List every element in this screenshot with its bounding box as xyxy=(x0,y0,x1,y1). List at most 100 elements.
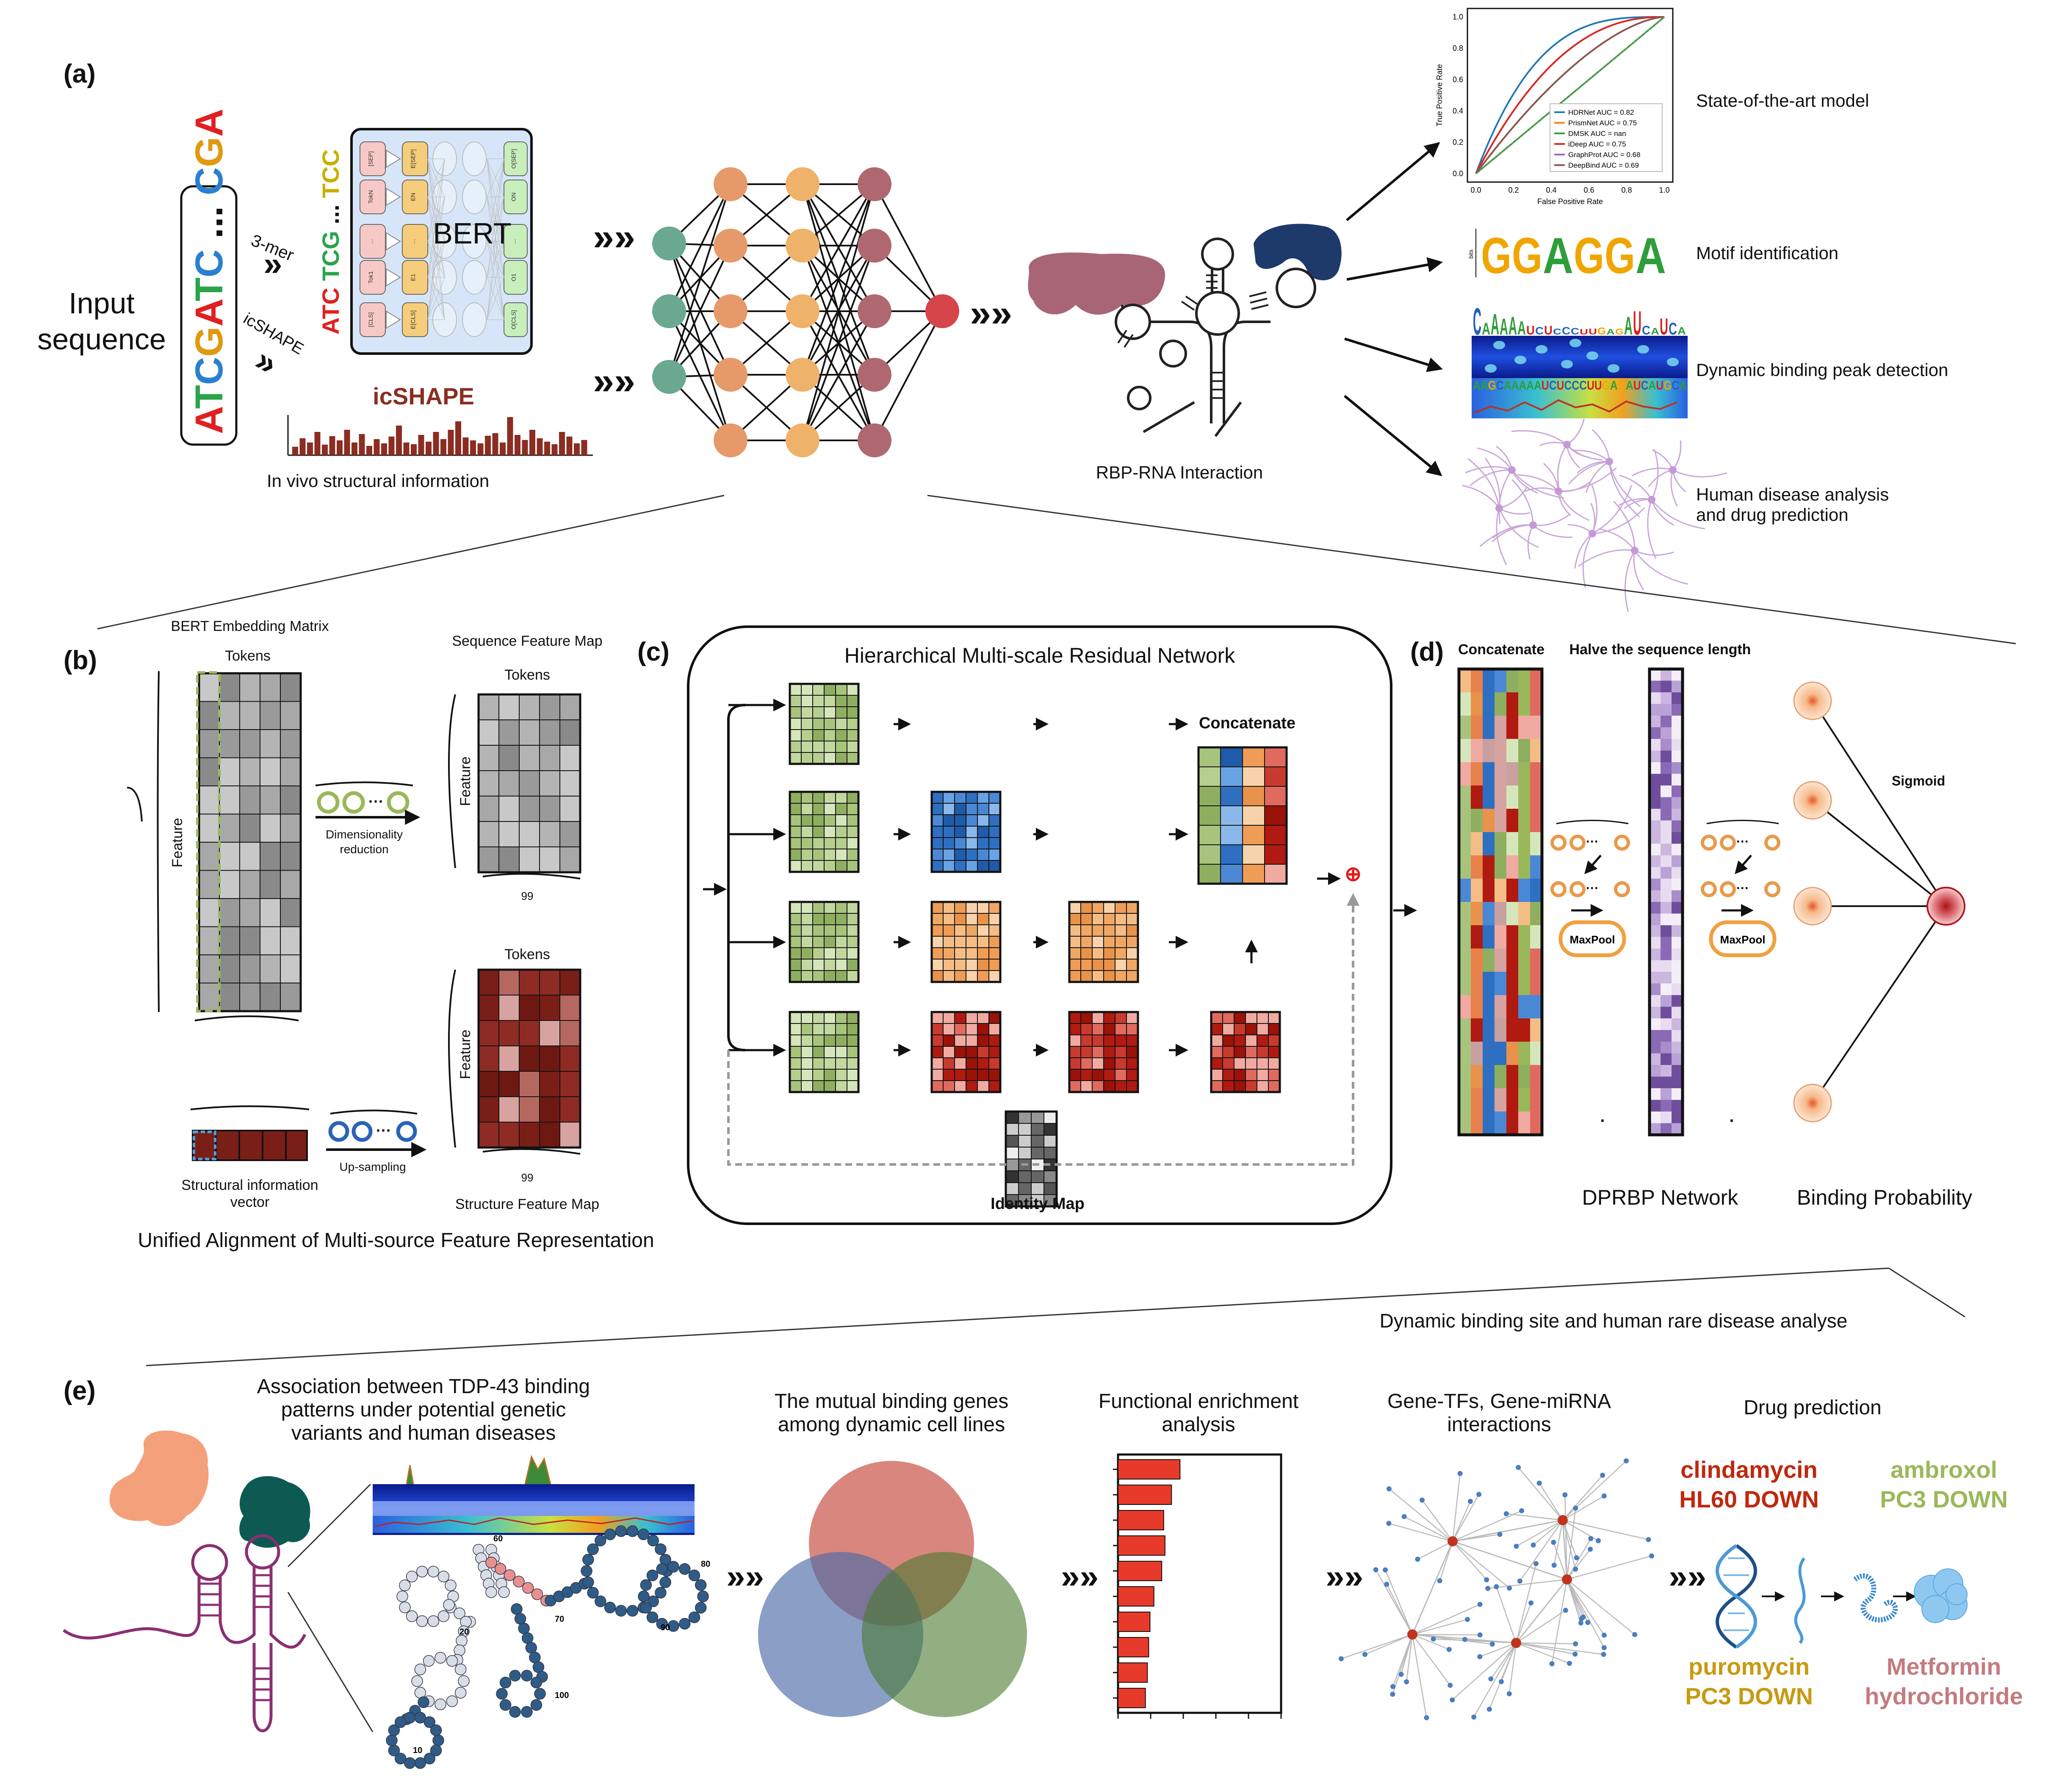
bert-cell-label: O1 xyxy=(510,273,517,281)
rna-nucleotide xyxy=(458,1675,470,1687)
input-sequence-box xyxy=(180,185,238,446)
e-chevron-1-icon: »» xyxy=(726,1557,764,1595)
rna-position-label: 10 xyxy=(413,1746,422,1755)
network-leaf-node xyxy=(1467,1499,1473,1504)
icshape-bar xyxy=(337,440,343,455)
kmer-token: ... xyxy=(317,198,344,224)
icshape-bar xyxy=(566,437,573,455)
motif-letter: C xyxy=(1642,324,1650,337)
drug-2-cell: PC3 DOWN xyxy=(1880,1486,2008,1513)
upsampling-label: Up-sampling xyxy=(339,1160,406,1173)
rbp-green-protein-icon xyxy=(239,1476,310,1548)
identity-map-label: Identity Map xyxy=(991,1195,1085,1213)
bert-matrix-tokens-label: Tokens xyxy=(225,648,271,664)
network-leaf-node xyxy=(1601,1652,1606,1657)
icshape-bar xyxy=(396,426,402,455)
icshape-bar xyxy=(507,417,513,455)
rna-nucleotide xyxy=(595,1535,606,1546)
bert-cell-label: O[CLS] xyxy=(510,310,517,329)
rna-nucleotide xyxy=(646,1569,659,1582)
motif-letter: A xyxy=(1482,320,1490,338)
network-leaf-node xyxy=(1384,1582,1389,1587)
network-leaf-node xyxy=(1386,1521,1392,1526)
bert-attn-node xyxy=(462,260,487,295)
enrich-bar xyxy=(1118,1612,1151,1632)
struct-map-feature-label: Feature xyxy=(457,1029,473,1079)
kmer-token: TCC xyxy=(317,149,344,198)
network-leaf-node xyxy=(1632,1632,1638,1637)
neuron-body xyxy=(1669,466,1677,474)
icshape-bar xyxy=(433,432,439,455)
seq-char: A xyxy=(188,407,231,434)
sigmoid-label: Sigmoid xyxy=(1892,773,1945,788)
bert-cell-label: ON xyxy=(510,193,517,202)
network-leaf-node xyxy=(1519,1508,1525,1513)
roc-legend-label: GraphProt AUC = 0.68 xyxy=(1568,151,1641,159)
motif-letter: A xyxy=(1543,227,1573,284)
sequence-feature-map xyxy=(477,693,581,874)
rna-position-label: 60 xyxy=(493,1534,503,1543)
peak-blob xyxy=(1561,360,1573,368)
network-leaf-node xyxy=(1507,1585,1512,1591)
rna-nucleotide xyxy=(659,1576,671,1588)
network-hub-node xyxy=(1562,1574,1572,1585)
struct-map-title: Structure Feature Map xyxy=(455,1196,599,1212)
rna-nucleotide xyxy=(432,1734,444,1746)
rna-nucleotide xyxy=(521,1632,534,1644)
motif-letter: G xyxy=(1597,326,1606,337)
input-sequence-label-1: Input xyxy=(69,287,135,320)
rna-nucleotide xyxy=(697,1590,709,1602)
assoc-title-1: Association between TDP-43 binding xyxy=(257,1375,590,1398)
motif-letter: A xyxy=(1636,227,1666,284)
roc-xtick: 0.8 xyxy=(1621,186,1632,194)
bert-triangle xyxy=(386,232,401,251)
roc-legend-label: PrismNet AUC = 0.75 xyxy=(1568,119,1637,127)
rna-nucleotide xyxy=(496,1688,508,1700)
network-leaf-node xyxy=(1415,1557,1420,1562)
motif-letter: U xyxy=(1633,304,1641,342)
motif-letter: U xyxy=(1660,313,1668,340)
network-leaf-node xyxy=(1486,1706,1492,1712)
neuron-body xyxy=(1495,504,1503,512)
peak-blob xyxy=(1485,364,1497,373)
bert-attn-node xyxy=(462,302,487,337)
motif-letter: U xyxy=(1580,328,1588,336)
maxpool-label: MaxPool xyxy=(1570,933,1615,946)
icshape-bar xyxy=(344,430,350,455)
rna-nucleotide xyxy=(646,1611,659,1623)
rna-nucleotide xyxy=(529,1651,541,1664)
rna-position-label: 20 xyxy=(459,1627,469,1637)
seq-char: T xyxy=(188,385,231,409)
icshape-bar xyxy=(314,432,321,455)
dim-reduction-nodes xyxy=(317,791,410,814)
network-leaf-node xyxy=(1404,1679,1409,1684)
network-leaf-node xyxy=(1646,1537,1651,1542)
network-leaf-node xyxy=(1562,1492,1568,1498)
network-leaf-node xyxy=(1390,1684,1396,1689)
motif-letter: A xyxy=(1677,325,1686,337)
panel-c-concatenate: Concatenate xyxy=(1199,714,1295,732)
network-leaf-node xyxy=(1601,1645,1607,1651)
roc-legend-label: iDeep AUC = 0.75 xyxy=(1568,140,1626,148)
nn-hidden-node xyxy=(786,358,819,392)
icshape-bar xyxy=(544,442,550,455)
structure-feature-map xyxy=(477,968,581,1149)
rna-nucleotide xyxy=(430,1724,442,1736)
seq-char: ... xyxy=(188,195,231,249)
struct-vector-label-2: vector xyxy=(230,1194,270,1210)
network-leaf-node xyxy=(1497,1532,1503,1537)
network-leaf-node xyxy=(1485,1586,1491,1591)
enrich-title-2: analysis xyxy=(1162,1413,1235,1436)
output-label-motif: Motif identification xyxy=(1696,243,1838,263)
rna-nucleotide xyxy=(655,1587,667,1599)
network-leaf-node xyxy=(1338,1656,1344,1662)
seq-char: C xyxy=(188,167,231,195)
network-leaf-node xyxy=(1514,1543,1519,1549)
dna-to-protein-illustration xyxy=(1716,1544,1968,1649)
roc-diagonal xyxy=(1475,17,1665,174)
rna-nucleotide xyxy=(423,1716,436,1728)
network-leaf-node xyxy=(1465,1617,1470,1622)
rna-nucleotide xyxy=(509,1670,521,1681)
concatenated-output-block xyxy=(1197,746,1288,885)
